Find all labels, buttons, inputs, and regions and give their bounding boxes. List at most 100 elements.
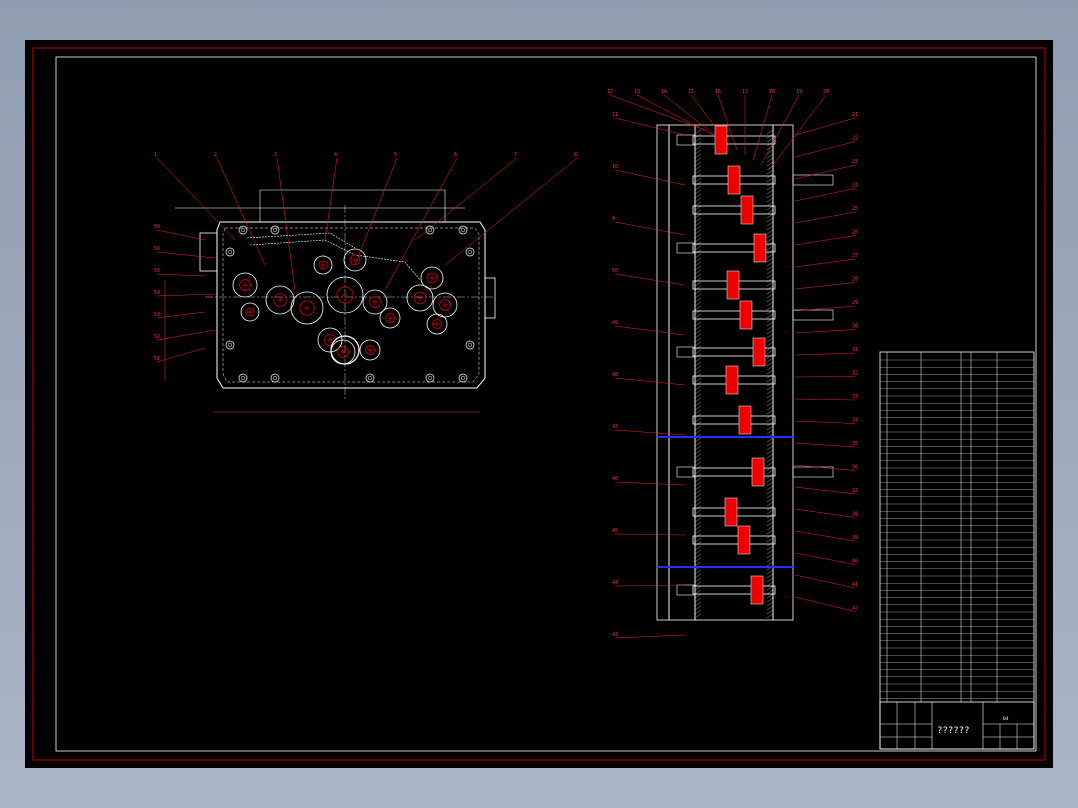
bolt	[225, 247, 235, 257]
gear	[232, 272, 258, 298]
shaft	[692, 135, 776, 145]
gear	[265, 285, 295, 315]
part-label-27: 27	[852, 253, 858, 259]
part-label-16: 16	[715, 89, 721, 95]
part-label-12: 12	[607, 89, 613, 95]
gear-section	[751, 457, 765, 487]
part-label-4: 4	[334, 152, 337, 158]
part-label-10: 10	[612, 164, 618, 170]
gear-hub	[336, 286, 354, 304]
shaft	[692, 535, 776, 545]
part-label-9: 9	[612, 216, 615, 222]
part-label-36: 36	[852, 465, 858, 471]
gear	[379, 307, 401, 329]
gear-hub	[413, 291, 427, 305]
gear	[432, 292, 458, 318]
shaft	[692, 205, 776, 215]
bolt	[238, 373, 248, 383]
section-view	[656, 124, 834, 621]
part-label-3: 3	[274, 152, 277, 158]
gear-hub	[337, 346, 349, 358]
gear-section	[726, 270, 740, 300]
shaft	[692, 310, 776, 320]
gear	[406, 284, 434, 312]
part-label-21: 21	[852, 112, 858, 118]
part-label-11: 11	[612, 112, 618, 118]
gear	[359, 339, 381, 361]
shaft	[692, 467, 776, 477]
gear-section	[753, 233, 767, 263]
gear-hub	[432, 319, 442, 329]
gear-hub	[385, 313, 395, 323]
outer-frame	[32, 47, 1046, 761]
shaft	[692, 415, 776, 425]
gear-hub	[245, 307, 255, 317]
part-label-44: 44	[612, 580, 618, 586]
part-label-32: 32	[852, 371, 858, 377]
inner-frame	[55, 56, 1037, 752]
bolt	[465, 247, 475, 257]
gear-hub	[365, 345, 375, 355]
gear-hub	[426, 272, 438, 284]
part-label-13: 13	[634, 89, 640, 95]
part-label-50: 50	[612, 268, 618, 274]
bolt	[365, 373, 375, 383]
gear	[420, 266, 444, 290]
drawing-title: ??????	[937, 726, 970, 736]
part-label-31: 31	[852, 347, 858, 353]
part-label-1: 1	[154, 152, 157, 158]
part-label-35: 35	[852, 441, 858, 447]
part-label-33: 33	[852, 394, 858, 400]
gear-hub	[369, 296, 381, 308]
bolt	[270, 225, 280, 235]
bolt	[270, 373, 280, 383]
gear-section	[737, 525, 751, 555]
gear-section	[739, 300, 753, 330]
part-label-47: 47	[612, 424, 618, 430]
part-label-54: 54	[154, 290, 160, 296]
parts-list-table	[879, 351, 1035, 750]
part-label-24: 24	[852, 183, 858, 189]
bolt	[425, 225, 435, 235]
part-label-34: 34	[852, 418, 858, 424]
shaft	[692, 585, 776, 595]
sheet-number: 04	[1003, 716, 1009, 722]
gear-section	[750, 575, 764, 605]
part-label-25: 25	[852, 206, 858, 212]
gear-section	[725, 365, 739, 395]
part-label-48: 48	[612, 372, 618, 378]
bolt	[465, 340, 475, 350]
section-shafts	[676, 125, 834, 605]
part-label-49: 49	[612, 320, 618, 326]
part-label-8: 8	[574, 152, 577, 158]
gear	[240, 302, 260, 322]
part-label-42: 42	[852, 606, 858, 612]
part-label-20: 20	[823, 89, 829, 95]
part-label-5: 5	[394, 152, 397, 158]
part-label-52: 52	[154, 334, 160, 340]
shaft	[692, 243, 776, 253]
gear-section	[752, 337, 766, 367]
part-label-58: 58	[154, 224, 160, 230]
part-label-19: 19	[796, 89, 802, 95]
gear	[313, 255, 333, 275]
part-label-2: 2	[214, 152, 217, 158]
bolt	[238, 225, 248, 235]
gear	[290, 291, 324, 325]
part-label-56: 56	[154, 246, 160, 252]
housing-bolts	[225, 225, 475, 383]
gear-hub	[439, 299, 451, 311]
part-label-39: 39	[852, 535, 858, 541]
gear	[426, 313, 448, 335]
front-view-housing	[164, 189, 496, 413]
gear-hub	[299, 300, 315, 316]
part-label-40: 40	[852, 559, 858, 565]
part-label-46: 46	[612, 476, 618, 482]
gear	[343, 248, 367, 272]
title-block: ?????? 04	[879, 701, 1035, 750]
part-label-18: 18	[769, 89, 775, 95]
part-label-38: 38	[852, 512, 858, 518]
bolt	[425, 373, 435, 383]
